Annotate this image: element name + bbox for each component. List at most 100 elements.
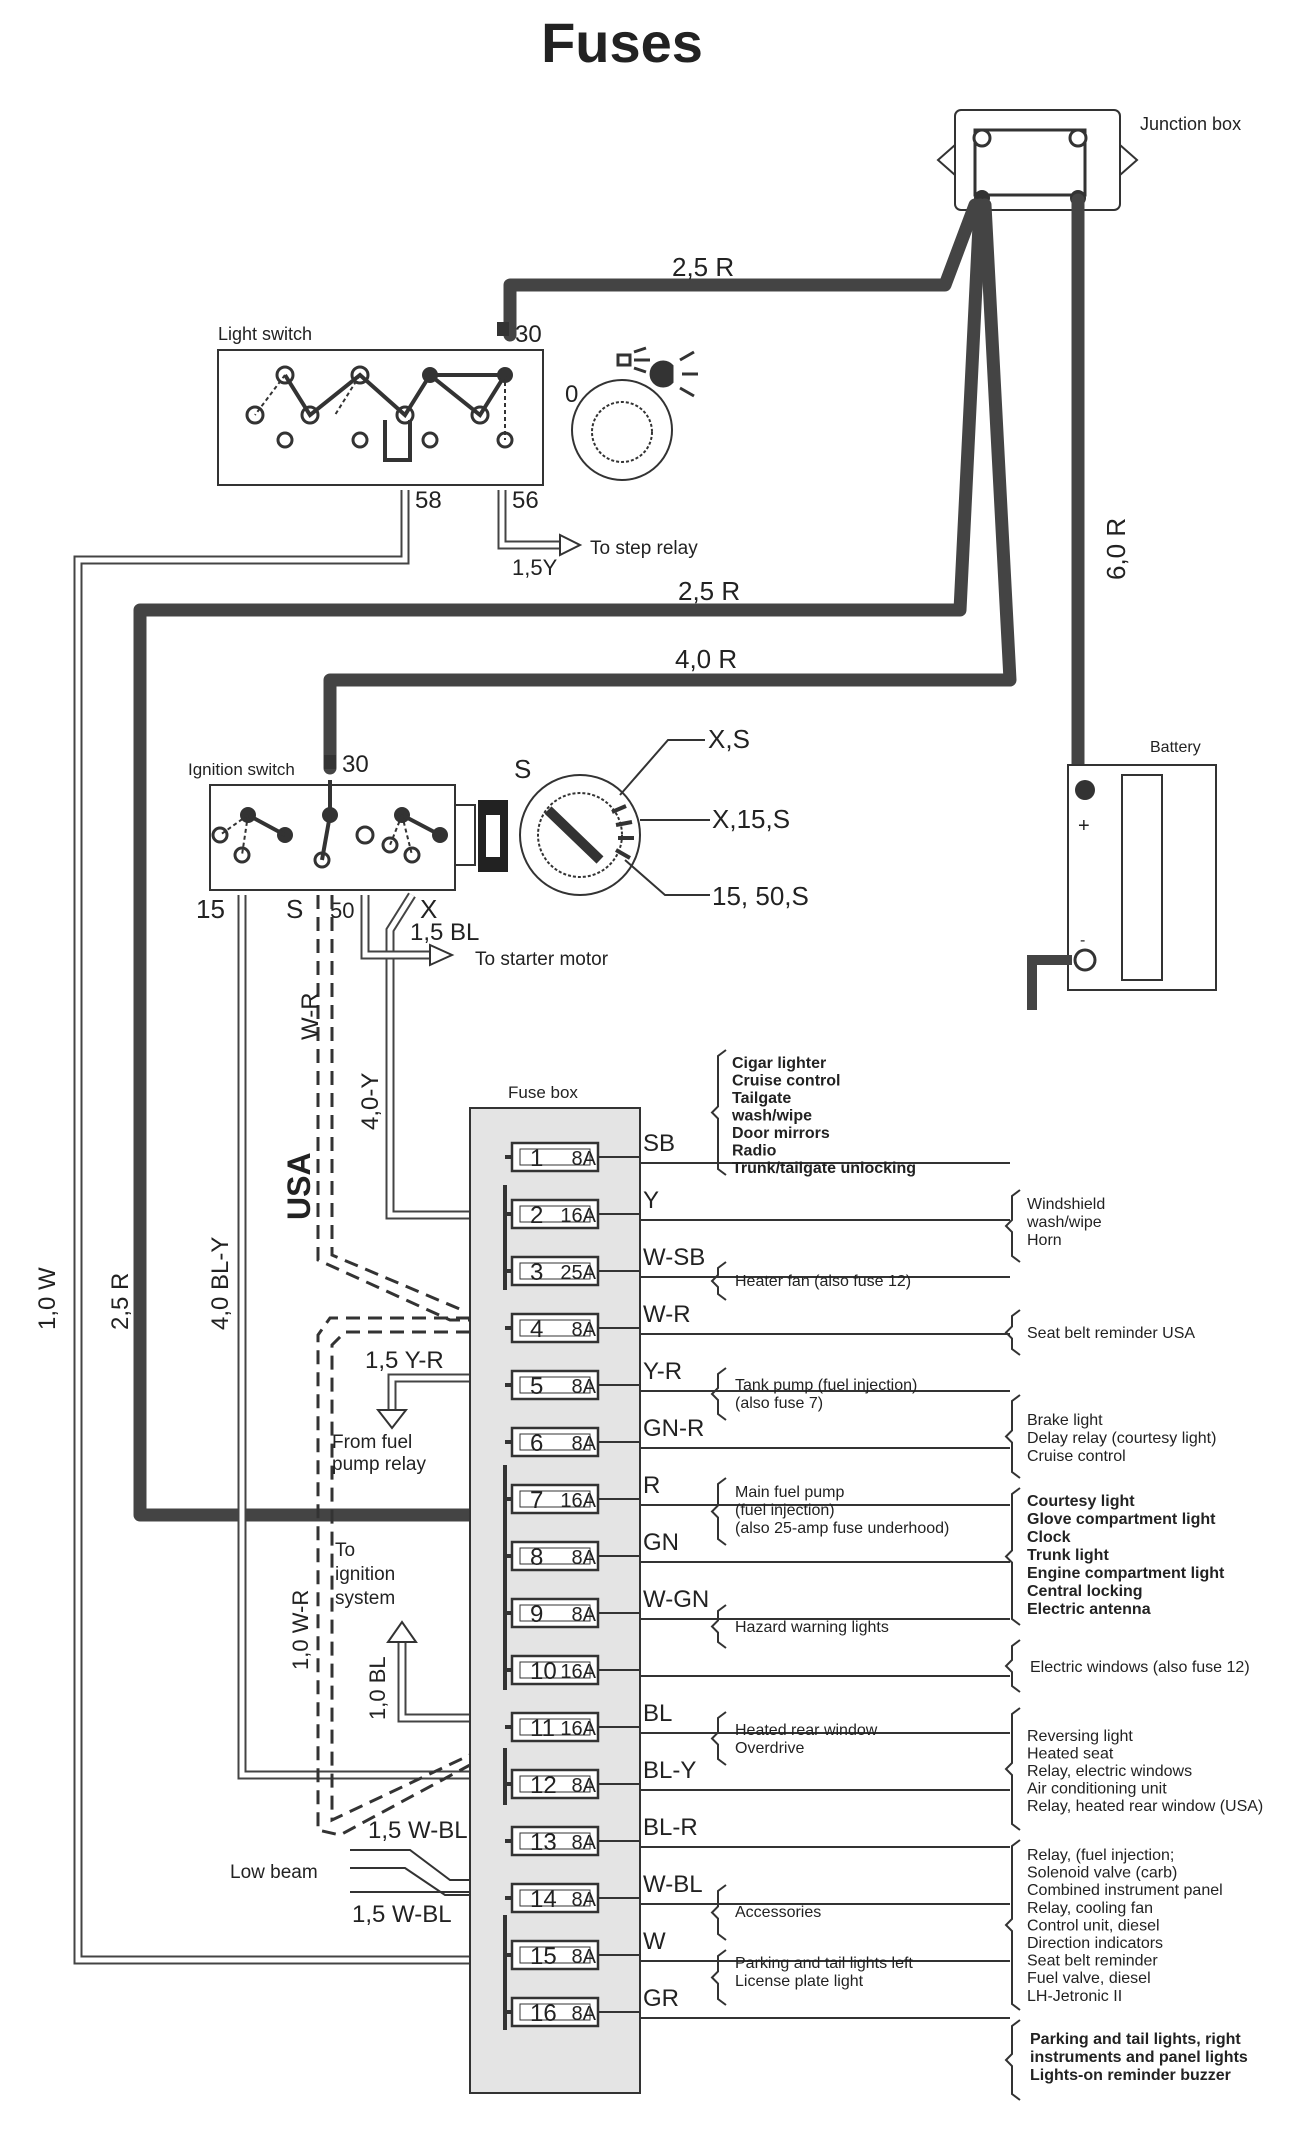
note-line: Heated rear window	[735, 1722, 878, 1739]
dest-ignition-system-1: To	[335, 1540, 355, 1561]
fuse-number: 6	[530, 1430, 543, 1457]
ignition-terminal-15: 15	[196, 894, 225, 924]
wire-10wr-dashed	[316, 1316, 471, 1837]
note-line: Electric windows (also fuse 12)	[1030, 1659, 1250, 1676]
note-line: Lights-on reminder buzzer	[1030, 2067, 1231, 2084]
note-line: Trunk/tailgate unlocking	[732, 1160, 916, 1177]
fuse-number: 4	[530, 1316, 543, 1343]
ignition-pos-2: X,15,S	[712, 804, 790, 834]
dest-ignition-system-3: system	[335, 1588, 395, 1609]
dest-fuel-pump-relay-1: From fuel	[332, 1432, 412, 1453]
note-line: Door mirrors	[732, 1125, 830, 1142]
note-line: Cigar lighter	[732, 1055, 826, 1072]
note-line: Courtesy light	[1027, 1493, 1135, 1510]
fuse-wire-code: GN	[643, 1529, 679, 1556]
fuse-wire-code: R	[643, 1472, 660, 1499]
wire-40r-to-ignition	[323, 198, 1017, 775]
wire-60r-label: 6,0 R	[1101, 518, 1131, 580]
note-fuse-wsb: Heater fan (also fuse 12)	[735, 1273, 911, 1290]
note-line: License plate light	[735, 1973, 864, 1990]
wire-15y-label: 1,5Y	[512, 555, 558, 580]
dest-step-relay: To step relay	[590, 538, 698, 559]
note-line: (also fuse 7)	[735, 1395, 823, 1412]
ignition-switch	[209, 780, 508, 891]
wire-10bl	[397, 1642, 470, 1723]
wire-40y-label: 4,0-Y	[357, 1073, 384, 1130]
ignition-terminal-50: 50	[330, 898, 354, 923]
battery-label: Battery	[1150, 739, 1201, 756]
wire-15yr-label: 1,5 Y-R	[365, 1347, 444, 1374]
wire-25r-mid-label: 2,5 R	[678, 576, 740, 606]
knob-zero-label: 0	[565, 381, 578, 408]
note-fuse-blr: Relay, (fuel injection;Solenoid valve (c…	[1027, 1847, 1223, 2005]
dest-low-beam: Low beam	[230, 1862, 318, 1883]
fuse-number: 1	[530, 1145, 543, 1172]
dest-starter-motor: To starter motor	[475, 949, 609, 970]
note-line: instruments and panel lights	[1030, 2049, 1248, 2066]
junction-box	[936, 109, 1139, 211]
junction-box-label: Junction box	[1140, 114, 1241, 134]
wire-40bly	[237, 895, 470, 1780]
battery: + -	[1027, 764, 1217, 1010]
light-switch-terminal-56: 56	[512, 487, 539, 514]
note-line: Central locking	[1027, 1583, 1143, 1600]
note-line: Combined instrument panel	[1027, 1882, 1223, 1899]
note-line: Heated seat	[1027, 1746, 1114, 1763]
note-fuse-wbl: Accessories	[735, 1904, 821, 1921]
wire-wr-label: W-R	[297, 992, 324, 1040]
fuse-number: 2	[530, 1202, 543, 1229]
wire-25r-left-label: 2,5 R	[107, 1273, 134, 1330]
wire-25r-to-light-switch	[503, 198, 982, 342]
note-line: Seat belt reminder USA	[1027, 1325, 1195, 1342]
fuse-wire-code: W-R	[643, 1301, 691, 1328]
note-line: Cruise control	[732, 1073, 840, 1090]
fuse-wire-code: W-BL	[643, 1871, 703, 1898]
dest-fuel-pump-relay-2: pump relay	[332, 1454, 426, 1475]
note-line: Relay, (fuel injection;	[1027, 1847, 1174, 1864]
light-switch-knob: 0	[565, 346, 698, 481]
note-line: (fuel injection)	[735, 1502, 835, 1519]
note-line: Relay, heated rear window (USA)	[1027, 1798, 1263, 1815]
ignition-key-s: S	[514, 754, 531, 784]
note-line: LH-Jetronic II	[1027, 1988, 1122, 2005]
note-line: Glove compartment light	[1027, 1511, 1216, 1528]
note-line: Tailgate	[732, 1090, 791, 1107]
note-line: Brake light	[1027, 1412, 1103, 1429]
fuse-amp: 8A	[572, 1376, 597, 1398]
svg-text:+: +	[1078, 815, 1090, 837]
note-line: Trunk light	[1027, 1547, 1109, 1564]
dest-ignition-system-2: ignition	[335, 1564, 395, 1585]
fuse-output-lines	[640, 1162, 1010, 2019]
fuse-box-label: Fuse box	[508, 1083, 578, 1102]
note-line: Accessories	[735, 1904, 821, 1921]
note-line: Hazard warning lights	[735, 1619, 889, 1636]
fuse-wire-code: GN-R	[643, 1415, 704, 1442]
wire-15bl-label: 1,5 BL	[410, 919, 479, 946]
note-line: Horn	[1027, 1232, 1062, 1249]
note-line: Main fuel pump	[735, 1484, 844, 1501]
note-line: Clock	[1027, 1529, 1071, 1546]
fuse-amp: 16A	[560, 1490, 596, 1512]
note-line: Fuel valve, diesel	[1027, 1970, 1151, 1987]
wire-40r-label: 4,0 R	[675, 644, 737, 674]
fuse-amp: 8A	[572, 2003, 597, 2025]
fuse-number: 13	[530, 1829, 557, 1856]
ignition-switch-label: Ignition switch	[188, 760, 295, 779]
fuse-number: 14	[530, 1886, 557, 1913]
light-switch-label: Light switch	[218, 324, 312, 344]
